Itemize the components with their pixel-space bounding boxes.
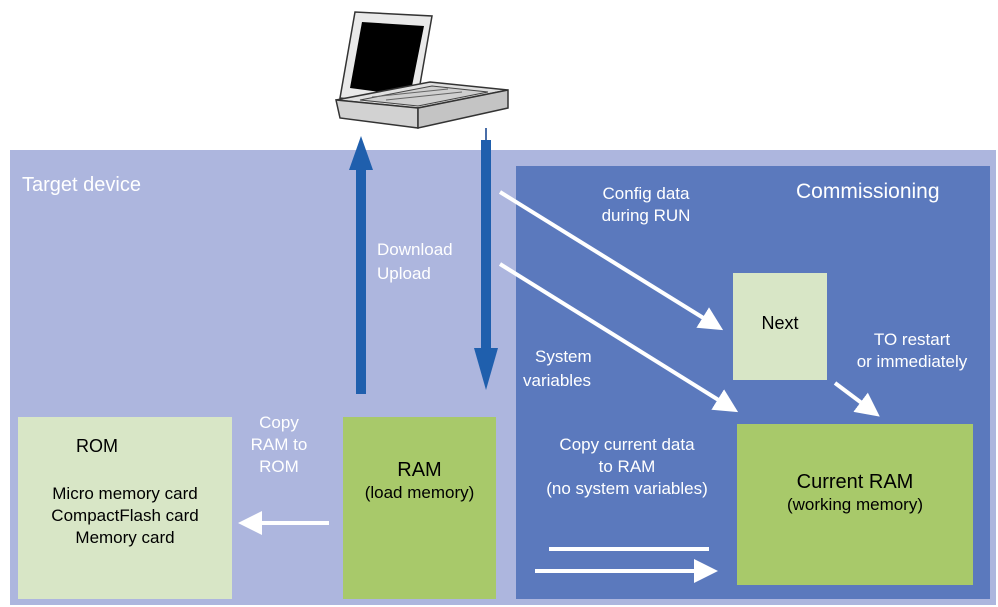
ram-subtitle: (load memory) [364, 483, 475, 502]
to-restart-line: TO restart [873, 330, 951, 349]
rom-title: ROM [76, 436, 118, 456]
copy-ram-to-rom-label: Copy RAM to ROM [242, 412, 316, 478]
copy-ram-to-rom-line: RAM to [250, 435, 308, 454]
to-restart-arrow [833, 381, 880, 417]
download-upload-label: Download Upload [377, 238, 453, 286]
ram-box [343, 417, 496, 599]
current-ram-box [737, 424, 973, 585]
commissioning-label: Commissioning [796, 180, 940, 203]
upload-label: Upload [377, 264, 431, 283]
system-variables-line: variables [523, 371, 592, 390]
upload-arrow [349, 136, 373, 394]
system-variables-line: System [535, 347, 592, 366]
rom-media-list: Micro memory card CompactFlash card Memo… [18, 483, 232, 549]
copy-current-label: Copy current data to RAM (no system vari… [518, 434, 736, 500]
copy-current-line-text: Copy current data [559, 435, 695, 454]
config-data-line: Config data [602, 184, 690, 203]
to-restart-line: or immediately [856, 352, 968, 371]
copy-current-line-text: (no system variables) [546, 479, 708, 498]
ram-title: RAM [397, 459, 442, 481]
copy-current-line-text: to RAM [598, 457, 656, 476]
rom-media-item: CompactFlash card [51, 506, 199, 525]
rom-media-item: Micro memory card [52, 484, 198, 503]
rom-box [18, 417, 232, 599]
next-box [733, 273, 827, 380]
system-variables-arrow [498, 262, 739, 413]
config-data-label: Config data during RUN [566, 183, 726, 227]
ram-label: RAM (load memory) [343, 458, 496, 504]
current-ram-subtitle: (working memory) [786, 495, 924, 514]
download-label: Download [377, 240, 453, 259]
target-device-label: Target device [22, 174, 141, 196]
download-arrow [474, 128, 498, 390]
config-data-arrow [498, 190, 724, 331]
config-data-line: during RUN [601, 206, 691, 225]
laptop-icon [335, 11, 509, 129]
to-restart-label: TO restart or immediately [832, 329, 992, 373]
current-ram-title: Current RAM [796, 471, 914, 493]
rom-media-item: Memory card [75, 528, 175, 547]
copy-ram-to-rom-line: Copy [259, 413, 299, 432]
system-variables-label: System variables [523, 345, 592, 393]
current-ram-label: Current RAM (working memory) [737, 470, 973, 516]
next-title: Next [761, 313, 799, 333]
copy-ram-to-rom-line: ROM [259, 457, 299, 476]
